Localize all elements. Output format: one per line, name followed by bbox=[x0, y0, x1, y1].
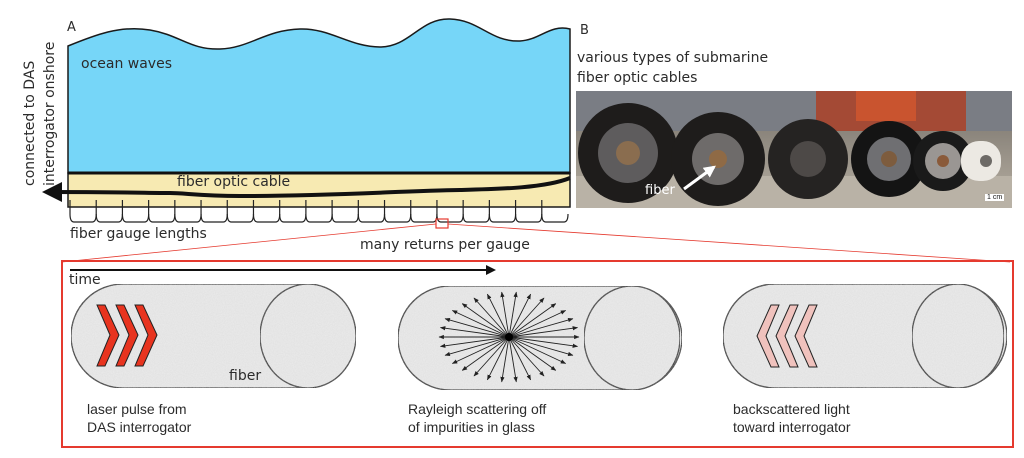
returns-per-gauge-label: many returns per gauge bbox=[360, 237, 530, 253]
scatter-ray bbox=[508, 336, 567, 364]
impurity-point bbox=[505, 333, 513, 341]
scatter-ray bbox=[461, 303, 510, 338]
gauge-segment bbox=[174, 200, 202, 223]
gauge-segment bbox=[331, 200, 359, 223]
scatter-ray bbox=[461, 336, 510, 371]
scatter-ray bbox=[439, 326, 510, 338]
fiber-segment-2 bbox=[397, 285, 683, 391]
pulse-chevron bbox=[134, 304, 158, 367]
scatter-ray bbox=[444, 336, 510, 357]
scatter-ray bbox=[444, 317, 510, 338]
scatter-ray bbox=[508, 336, 574, 357]
gauge-segment bbox=[514, 200, 543, 223]
scatter-ray bbox=[473, 297, 510, 338]
scatter-ray bbox=[439, 336, 510, 348]
pulse-chevron bbox=[96, 304, 120, 367]
backscatter-chevron bbox=[794, 304, 818, 368]
fiber-arrow-label: fiber bbox=[645, 183, 675, 198]
fiber-label: fiber bbox=[229, 368, 262, 384]
gauge-segment bbox=[95, 200, 124, 223]
scatter-ray bbox=[486, 336, 510, 381]
step-caption-backscatter: backscattered light toward interrogator bbox=[733, 400, 851, 436]
gauge-segment bbox=[305, 200, 333, 223]
panel-b-title-line-2: fiber optic cables bbox=[577, 70, 698, 86]
caption-line-2: DAS interrogator bbox=[87, 419, 192, 435]
backscatter-chevrons bbox=[756, 304, 818, 368]
scatter-ray bbox=[508, 293, 532, 338]
scale-bar-label: 1 cm bbox=[985, 194, 1005, 201]
scatter-ray bbox=[500, 291, 510, 338]
panel-b-label: B bbox=[580, 23, 589, 38]
cable-photo-illustration bbox=[576, 91, 1012, 208]
backscatter-chevron bbox=[756, 304, 780, 368]
rayleigh-scatter-arrows bbox=[438, 291, 580, 383]
inset-frame bbox=[61, 260, 1014, 448]
panel-a-label: A bbox=[67, 20, 76, 35]
backscatter-chevron bbox=[775, 304, 799, 368]
gauge-segment bbox=[383, 200, 412, 223]
gauge-segment bbox=[252, 200, 281, 223]
scatter-ray bbox=[486, 293, 510, 338]
fiber-optic-cable-line bbox=[42, 176, 571, 203]
onshore-connection-label: connected to DAS interrogator onshore bbox=[20, 42, 60, 186]
gauge-segment bbox=[279, 200, 307, 223]
scatter-ray bbox=[508, 326, 579, 338]
gauge-segment bbox=[357, 200, 386, 223]
ocean-waves-label: ocean waves bbox=[81, 56, 172, 72]
onshore-label-line-1: connected to DAS bbox=[22, 60, 38, 186]
scatter-ray bbox=[508, 310, 567, 338]
gauge-segment bbox=[148, 200, 176, 223]
scatter-ray bbox=[451, 336, 510, 364]
scatter-ray bbox=[508, 303, 557, 338]
gauge-segment bbox=[488, 200, 517, 223]
scatter-ray bbox=[508, 336, 532, 381]
scatter-ray bbox=[508, 336, 518, 383]
gauge-highlight-box bbox=[435, 218, 449, 229]
fiber-optic-cable-label: fiber optic cable bbox=[177, 174, 291, 190]
step-caption-laser-pulse: laser pulse from DAS interrogator bbox=[87, 400, 191, 436]
gauge-segment bbox=[121, 200, 150, 223]
scatter-ray bbox=[473, 336, 510, 377]
scatter-ray bbox=[508, 297, 545, 338]
caption-line-2: of impurities in glass bbox=[408, 419, 535, 435]
scatter-ray bbox=[500, 336, 510, 383]
gauge-segment bbox=[200, 200, 228, 223]
caption-line-1: Rayleigh scattering off bbox=[408, 401, 547, 417]
gauge-lengths-label: fiber gauge lengths bbox=[70, 226, 207, 242]
pulse-chevron bbox=[115, 304, 139, 367]
gauge-segment bbox=[226, 200, 255, 223]
scatter-ray bbox=[451, 310, 510, 338]
scatter-ray bbox=[508, 336, 545, 377]
step-caption-rayleigh: Rayleigh scattering off of impurities in… bbox=[408, 400, 546, 436]
onshore-label-line-2: interrogator onshore bbox=[42, 41, 58, 186]
gauge-segment bbox=[541, 200, 569, 223]
submarine-cables-photo: fiber 1 cm bbox=[576, 91, 1012, 208]
panel-b-title-line-1: various types of submarine bbox=[577, 50, 769, 66]
scatter-ray bbox=[508, 291, 518, 338]
time-label: time bbox=[69, 272, 101, 288]
caption-line-1: backscattered light bbox=[733, 401, 850, 417]
gauge-segment bbox=[462, 200, 490, 223]
ocean-waves-area bbox=[67, 18, 571, 174]
laser-pulse-chevrons bbox=[96, 304, 158, 367]
caption-line-1: laser pulse from bbox=[87, 401, 187, 417]
panel-b-title: various types of submarine fiber optic c… bbox=[577, 48, 768, 88]
scatter-ray bbox=[508, 336, 557, 371]
gauge-segment bbox=[69, 200, 97, 223]
scatter-ray bbox=[508, 317, 574, 338]
gauge-segment bbox=[436, 200, 464, 223]
caption-line-2: toward interrogator bbox=[733, 419, 851, 435]
scatter-ray bbox=[508, 336, 579, 348]
